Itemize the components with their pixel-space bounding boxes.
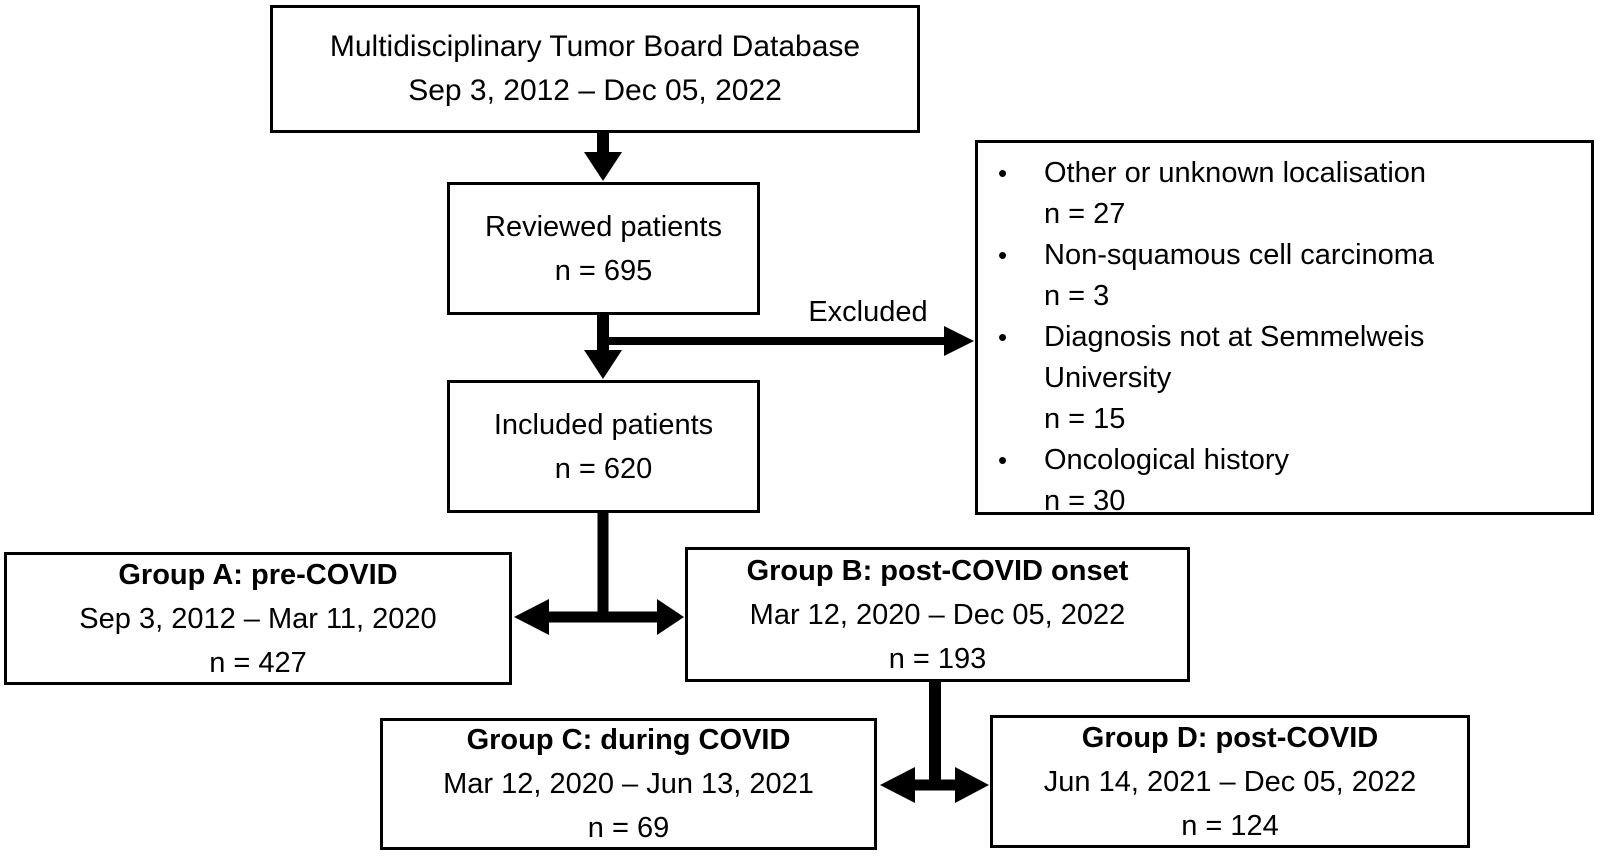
- node-group-b: Group B: post-COVID onset Mar 12, 2020 –…: [685, 547, 1190, 682]
- node-excluded-reasons: • Other or unknown localisation n = 27 •…: [975, 140, 1594, 517]
- node-group-c: Group C: during COVID Mar 12, 2020 – Jun…: [380, 718, 877, 850]
- node-group-d: Group D: post-COVID Jun 14, 2021 – Dec 0…: [990, 715, 1470, 848]
- node-database: Multidisciplinary Tumor Board Database S…: [270, 5, 920, 133]
- group-a-count: n = 427: [209, 646, 307, 679]
- bullet-icon: •: [998, 445, 1008, 475]
- group-a-title: Group A: pre-COVID: [118, 558, 398, 591]
- arrow-database-to-reviewed: [584, 133, 622, 181]
- group-c-dates: Mar 12, 2020 – Jun 13, 2021: [443, 768, 814, 800]
- group-d-count: n = 124: [1181, 809, 1279, 842]
- excluded-count: n = 15: [1044, 403, 1126, 435]
- database-title: Multidisciplinary Tumor Board Database: [329, 30, 861, 63]
- excluded-reason: Non-squamous cell carcinoma: [1044, 239, 1435, 271]
- excluded-reason: Diagnosis not at Semmelweis University: [1044, 321, 1425, 394]
- database-dates: Sep 3, 2012 – Dec 05, 2022: [408, 74, 782, 107]
- arrow-groupb-to-groups-cd: [880, 682, 989, 803]
- arrow-reviewed-to-included: [584, 315, 622, 379]
- group-b-title: Group B: post-COVID onset: [746, 554, 1129, 587]
- reviewed-count: n = 695: [554, 254, 653, 287]
- group-b-dates: Mar 12, 2020 – Dec 05, 2022: [749, 598, 1126, 631]
- bullet-icon: •: [998, 158, 1008, 188]
- arrow-excluded-branch: [600, 326, 974, 356]
- node-reviewed-patients: Reviewed patients n = 695: [447, 182, 760, 315]
- group-c-title: Group C: during COVID: [466, 724, 791, 756]
- node-group-a: Group A: pre-COVID Sep 3, 2012 – Mar 11,…: [4, 552, 512, 685]
- excluded-reason: Oncological history: [1044, 444, 1289, 476]
- group-d-title: Group D: post-COVID: [1081, 721, 1379, 754]
- group-c-count: n = 69: [587, 812, 670, 844]
- group-b-count: n = 193: [888, 642, 987, 675]
- bullet-icon: •: [998, 240, 1008, 270]
- group-a-dates: Sep 3, 2012 – Mar 11, 2020: [79, 602, 437, 635]
- reviewed-title: Reviewed patients: [485, 210, 722, 243]
- node-included-patients: Included patients n = 620: [447, 380, 760, 513]
- excluded-item: • Other or unknown localisation n = 27: [992, 153, 1577, 235]
- excluded-count: n = 27: [1044, 198, 1126, 230]
- excluded-reason: Other or unknown localisation: [1044, 157, 1427, 189]
- included-title: Included patients: [493, 408, 714, 441]
- included-count: n = 620: [554, 452, 653, 485]
- excluded-arrow-label: Excluded: [808, 296, 928, 328]
- excluded-item: • Diagnosis not at Semmelweis University…: [992, 317, 1577, 440]
- excluded-item: • Non-squamous cell carcinoma n = 3: [992, 235, 1577, 317]
- excluded-count: n = 30: [1044, 485, 1126, 517]
- excluded-item: • Oncological history n = 30: [992, 440, 1577, 522]
- group-d-dates: Jun 14, 2021 – Dec 05, 2022: [1043, 765, 1417, 798]
- excluded-count: n = 3: [1044, 280, 1110, 312]
- arrow-included-to-groups-ab: [514, 513, 684, 635]
- bullet-icon: •: [998, 322, 1008, 352]
